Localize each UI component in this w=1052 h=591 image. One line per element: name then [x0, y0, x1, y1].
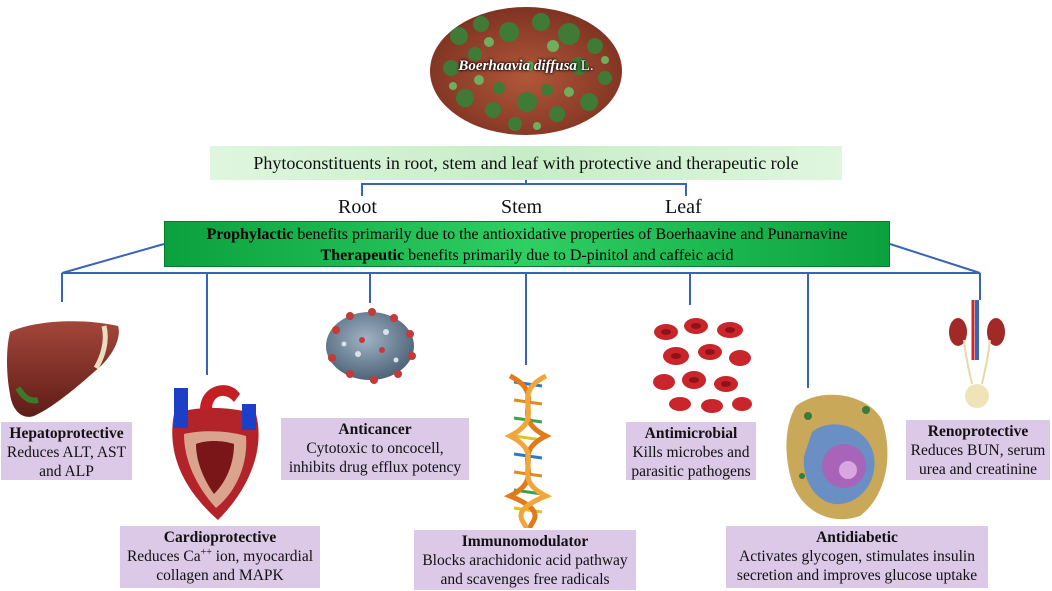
diabetic-line2: secretion and improves glucose uptake	[736, 567, 978, 584]
immuno-line1: Blocks arachidonic acid pathway	[422, 552, 628, 569]
branch-bar	[61, 243, 981, 274]
heart-icon	[172, 385, 259, 520]
part-root: Root	[338, 196, 377, 218]
species-author: L.	[580, 58, 594, 74]
microbial-line2: parasitic pathogens	[631, 463, 751, 480]
cardio-line1-a: Reduces Ca	[126, 548, 201, 565]
card-immunomodulator: Immunomodulator Blocks arachidonic acid …	[414, 530, 636, 590]
diabetic-title: Antidiabetic	[816, 529, 898, 546]
cell-icon	[786, 394, 888, 520]
benefits-box: Prophylactic benefits primarily due to t…	[164, 221, 890, 267]
reno-title: Renoprotective	[927, 423, 1029, 440]
part-leaf: Leaf	[665, 196, 702, 218]
parts-bracket	[361, 183, 687, 196]
prophylactic-text: benefits primarily due to the antioxidat…	[293, 226, 848, 243]
therapeutic-label: Therapeutic	[320, 247, 405, 264]
phyto-banner: Phytoconstituents in root, stem and leaf…	[210, 146, 842, 180]
prophylactic-label: Prophylactic	[206, 226, 294, 243]
species-name: Boerhaavia diffusa	[458, 58, 577, 74]
card-cardioprotective: Cardioprotective Reduces Ca++ ion, myoca…	[120, 526, 320, 588]
cardio-line1-b: ion, myocardial	[211, 548, 314, 565]
plant-photo	[430, 7, 622, 135]
diabetic-line1: Activates glycogen, stimulates insulin	[739, 548, 975, 565]
microbes-icon	[653, 318, 752, 413]
cardio-title: Cardioprotective	[163, 529, 277, 546]
card-renoprotective: Renoprotective Reduces BUN, serum urea a…	[906, 420, 1050, 480]
reno-line2: urea and creatinine	[919, 461, 1037, 478]
phyto-title: Phytoconstituents in root, stem and leaf…	[253, 152, 799, 173]
microbial-line1: Kills microbes and	[632, 444, 750, 461]
liver-icon	[7, 321, 119, 417]
therapeutic-line: Therapeutic benefits primarily due to D-…	[165, 245, 889, 266]
cancer-title: Anticancer	[338, 421, 412, 438]
cardio-line2: collagen and MAPK	[156, 567, 284, 584]
dna-icon	[503, 373, 553, 529]
hepato-line2: and ALP	[39, 463, 94, 480]
card-anticancer: Anticancer Cytotoxic to oncocell, inhibi…	[281, 418, 469, 480]
therapeutic-text: benefits primarily due to D-pinitol and …	[404, 247, 734, 264]
hepato-line1: Reduces ALT, AST	[6, 444, 127, 461]
card-antimicrobial: Antimicrobial Kills microbes and parasit…	[626, 422, 756, 480]
part-stem: Stem	[501, 196, 543, 218]
cancer-line1: Cytotoxic to oncocell,	[306, 440, 444, 457]
prophylactic-line: Prophylactic benefits primarily due to t…	[165, 224, 889, 245]
cardio-line1-sup: ++	[200, 546, 212, 558]
immuno-title: Immunomodulator	[461, 533, 589, 550]
cardio-line1: Reduces Ca++ ion, myocardial	[124, 547, 316, 566]
reno-line1: Reduces BUN, serum	[910, 442, 1046, 459]
species-label: Boerhaavia diffusa L.	[429, 58, 623, 75]
cancer-line2: inhibits drug efflux potency	[288, 459, 462, 476]
card-antidiabetic: Antidiabetic Activates glycogen, stimula…	[726, 526, 988, 588]
immuno-line2: and scavenges free radicals	[440, 571, 610, 588]
cancer-cell-icon	[326, 308, 416, 384]
microbial-title: Antimicrobial	[644, 425, 738, 442]
hepato-title: Hepatoprotective	[9, 425, 124, 442]
kidney-icon	[949, 300, 1005, 408]
card-hepatoprotective: Hepatoprotective Reduces ALT, AST and AL…	[1, 422, 132, 480]
